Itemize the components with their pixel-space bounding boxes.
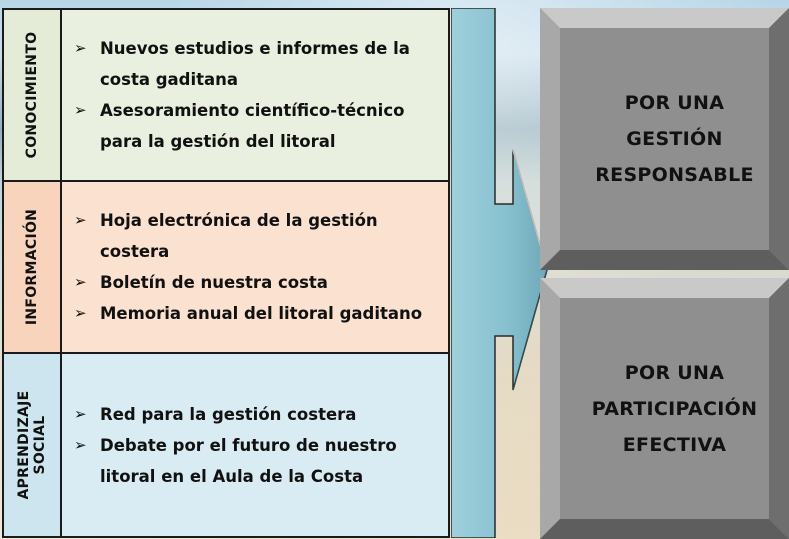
outcome-box-gestion: POR UNA GESTIÓN RESPONSABLE (540, 8, 789, 270)
merge-arrow (451, 8, 548, 538)
list-item-text: Red para la gestión costera (100, 404, 357, 424)
category-cell: APRENDIZAJE SOCIAL (4, 354, 62, 536)
outcome-label: POR UNA PARTICIPACIÓN EFECTIVA (591, 361, 758, 456)
list-item: ➢ Hoja electrónica de la gestión costera (74, 205, 438, 267)
category-cell: INFORMACIÓN (4, 182, 62, 352)
items-list: ➢ Red para la gestión costera ➢ Debate p… (62, 354, 448, 536)
category-label-text: CONOCIMIENTO (24, 31, 40, 159)
list-item-text: Asesoramiento científico-técnico para la… (100, 101, 405, 151)
list-item-text: Debate por el futuro de nuestro litoral … (100, 435, 397, 486)
list-item: ➢ Memoria anual del litoral gaditano (74, 298, 438, 329)
category-label: CONOCIMIENTO (24, 32, 40, 159)
row-conocimiento: CONOCIMIENTO ➢ Nuevos estudios e informe… (4, 10, 448, 182)
category-label-line1: APRENDIZAJE (16, 390, 32, 500)
category-label-line2: SOCIAL (32, 415, 48, 475)
list-item-text: Nuevos estudios e informes de la costa g… (100, 39, 410, 89)
category-label: INFORMACIÓN (24, 209, 40, 325)
category-label: APRENDIZAJE SOCIAL (16, 390, 48, 499)
arrowhead-bullet-icon: ➢ (74, 404, 87, 423)
outcome-label: POR UNA GESTIÓN RESPONSABLE (595, 92, 754, 186)
list-item-text: Boletín de nuestra costa (100, 273, 328, 292)
arrowhead-bullet-icon: ➢ (74, 435, 87, 454)
category-label-text: INFORMACIÓN (24, 208, 40, 326)
arrowhead-bullet-icon: ➢ (74, 273, 87, 291)
arrowhead-bullet-icon: ➢ (74, 304, 87, 322)
list-item: ➢ Boletín de nuestra costa (74, 267, 438, 298)
list-item: ➢ Debate por el futuro de nuestro litora… (74, 430, 438, 492)
list-item-text: Hoja electrónica de la gestión costera (100, 211, 378, 261)
row-aprendizaje-social: APRENDIZAJE SOCIAL ➢ Red para la gestión… (4, 354, 448, 536)
row-informacion: INFORMACIÓN ➢ Hoja electrónica de la ges… (4, 182, 448, 354)
category-cell: CONOCIMIENTO (4, 10, 62, 180)
list-item: ➢ Red para la gestión costera (74, 399, 438, 430)
bevel-box-shape (540, 8, 789, 270)
items-list: ➢ Hoja electrónica de la gestión costera… (62, 182, 448, 352)
list-item: ➢ Nuevos estudios e informes de la costa… (74, 33, 438, 95)
arrowhead-bullet-icon: ➢ (74, 211, 87, 229)
bevel-box-shape (540, 278, 789, 539)
arrowhead-bullet-icon: ➢ (74, 101, 87, 119)
arrowhead-bullet-icon: ➢ (74, 39, 87, 57)
list-item-text: Memoria anual del litoral gaditano (100, 304, 423, 323)
items-list: ➢ Nuevos estudios e informes de la costa… (62, 10, 448, 180)
list-item: ➢ Asesoramiento científico-técnico para … (74, 95, 438, 157)
arrow-shape (451, 8, 548, 538)
actions-panel: CONOCIMIENTO ➢ Nuevos estudios e informe… (2, 8, 450, 538)
outcome-box-participacion: POR UNA PARTICIPACIÓN EFECTIVA (540, 278, 789, 539)
